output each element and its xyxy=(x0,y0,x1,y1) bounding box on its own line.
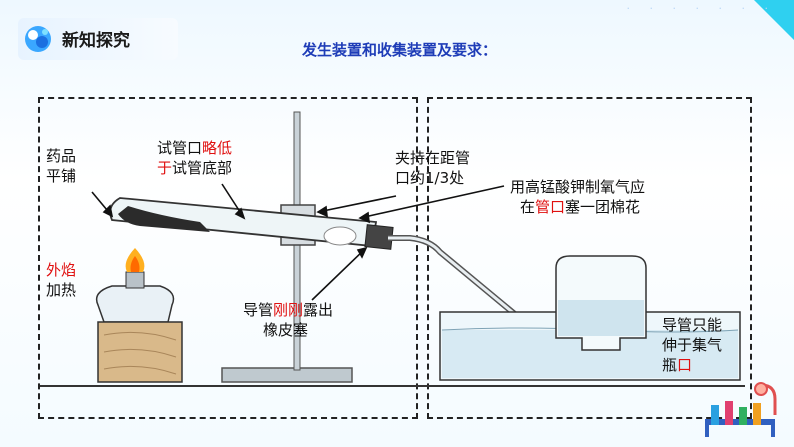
wooden-block xyxy=(97,321,183,383)
collection-apparatus-frame xyxy=(427,97,752,419)
generation-apparatus-frame xyxy=(38,97,418,419)
label-drug: 药品 平铺 xyxy=(46,147,77,185)
table-surface-line xyxy=(40,385,745,387)
label-clamp-position: 夹持在距管 口约1/3处 xyxy=(395,149,471,187)
label-delivery-tube: 导管刚刚露出 橡皮塞 xyxy=(243,301,334,339)
gas-collecting-bottle xyxy=(555,255,647,351)
label-tube-mouth: 试管口略低 于试管底部 xyxy=(157,139,233,177)
arrow-cotton xyxy=(359,185,505,219)
label-flame: 外焰 加热 xyxy=(46,261,77,299)
label-bottle-mouth: 导管只能 伸于集气 瓶口 xyxy=(662,316,723,374)
corner-decoration xyxy=(754,0,794,40)
potassium-permanganate xyxy=(118,206,210,232)
app-logo-icon xyxy=(25,26,51,52)
arrow-clamp xyxy=(317,195,397,213)
alcohol-lamp xyxy=(95,248,175,323)
stand-base xyxy=(221,367,353,383)
section-subheading: 发生装置和收集装置及要求： xyxy=(302,41,498,59)
cotton-plug xyxy=(323,226,357,246)
arrow-tube xyxy=(311,247,367,301)
test-tube xyxy=(109,197,378,247)
header-decoration: · · · · · · · xyxy=(626,2,776,15)
label-cotton: 用高锰酸钾制氧气应 在管口塞一团棉花 xyxy=(510,178,646,216)
page-title: 新知探究 xyxy=(62,31,130,51)
lab-equipment-icon xyxy=(705,382,777,437)
